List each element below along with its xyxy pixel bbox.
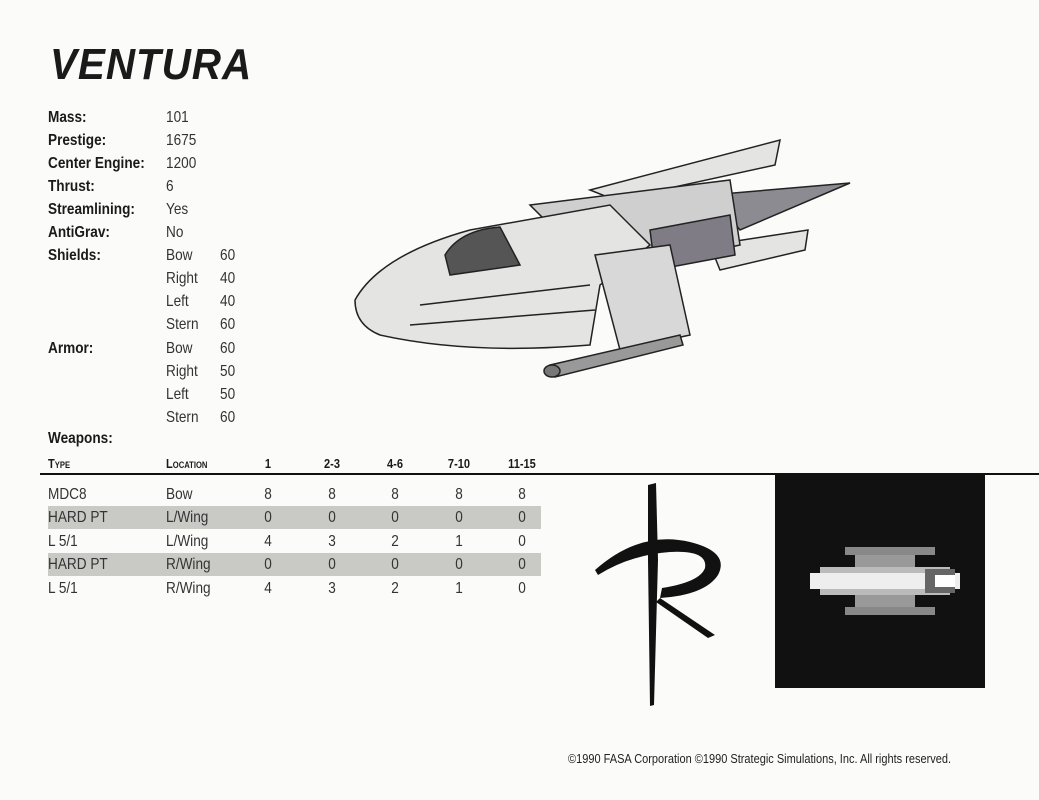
weapon-damage: 8 <box>455 486 463 503</box>
weapon-damage: 8 <box>264 486 272 503</box>
shields-label: Shields: <box>48 247 101 264</box>
weapon-location: R/Wing <box>166 579 211 597</box>
facing: Left <box>166 293 189 310</box>
weapon-type: MDC8 <box>48 486 87 503</box>
weapon-location: L/Wing <box>166 532 209 550</box>
facing: Left <box>166 386 189 403</box>
header-rule <box>40 473 1039 475</box>
weapon-damage: 2 <box>391 532 399 550</box>
copyright-notice: ©1990 FASA Corporation ©1990 Strategic S… <box>568 752 952 766</box>
weapon-type: L 5/1 <box>48 579 78 597</box>
facing: Bow <box>166 340 193 357</box>
r-logo: R <box>595 483 721 706</box>
header-type: Type <box>48 456 71 471</box>
weapon-damage: 8 <box>328 486 336 503</box>
weapon-damage: 4 <box>264 579 272 597</box>
weapon-damage: 0 <box>391 509 399 527</box>
stat-value: Yes <box>166 201 189 218</box>
ship-pixel-icon <box>775 475 985 688</box>
stat-label: Streamlining: <box>48 201 135 218</box>
header-range: 2-3 <box>324 456 340 471</box>
weapon-type: HARD PT <box>48 556 108 574</box>
weapon-damage: 0 <box>264 509 272 527</box>
header-range: 7-10 <box>447 456 471 471</box>
stat-value: 101 <box>166 109 189 126</box>
weapon-damage: 0 <box>328 509 336 527</box>
weapon-damage: 4 <box>264 532 272 550</box>
stat-label: Mass: <box>48 109 87 126</box>
weapons-table-header: Type Location 1 2-3 4-6 7-10 11-15 <box>48 456 548 474</box>
weapon-damage: 0 <box>518 556 526 574</box>
weapon-damage: 0 <box>391 556 399 574</box>
weapon-damage: 1 <box>455 532 463 550</box>
header-range: 11-15 <box>508 456 536 471</box>
stat-value: 1200 <box>166 155 197 172</box>
facing-value: 60 <box>220 340 236 357</box>
facing: Right <box>166 270 198 287</box>
weapon-damage: 8 <box>518 486 526 503</box>
facing-value: 50 <box>220 386 236 403</box>
weapon-row: L 5/1 L/Wing 4 3 2 1 0 <box>48 530 541 553</box>
weapon-row: HARD PT L/Wing 0 0 0 0 0 <box>48 506 541 530</box>
weapon-damage: 8 <box>391 486 399 503</box>
facing-value: 60 <box>220 316 236 333</box>
ship-sprite-icon <box>810 547 960 615</box>
facing: Stern <box>166 316 199 333</box>
weapon-damage: 0 <box>518 509 526 527</box>
facing: Stern <box>166 409 199 426</box>
stat-value: No <box>166 224 184 241</box>
facing: Right <box>166 363 198 380</box>
weapon-type: L 5/1 <box>48 532 78 550</box>
facing-value: 40 <box>220 293 236 310</box>
ship-illustration <box>354 138 851 378</box>
weapon-damage: 0 <box>264 556 272 574</box>
facing-value: 40 <box>220 270 236 287</box>
weapon-row: HARD PT R/Wing 0 0 0 0 0 <box>48 553 541 577</box>
facing-value: 50 <box>220 363 236 380</box>
stat-label: Center Engine: <box>48 155 145 172</box>
weapon-location: R/Wing <box>166 556 211 574</box>
weapon-damage: 0 <box>328 556 336 574</box>
weapon-location: Bow <box>166 486 193 503</box>
weapon-damage: 2 <box>391 579 399 597</box>
stat-label: Prestige: <box>48 132 107 149</box>
ship-title: VENTURA <box>50 40 253 89</box>
stat-value: 6 <box>166 178 174 195</box>
stat-value: 1675 <box>166 132 197 149</box>
weapon-damage: 0 <box>455 509 463 527</box>
weapon-damage: 3 <box>328 579 336 597</box>
weapon-row: L 5/1 R/Wing 4 3 2 1 0 <box>48 577 541 600</box>
weapon-row: MDC8 Bow 8 8 8 8 8 <box>48 483 541 506</box>
facing: Bow <box>166 247 193 264</box>
weapon-damage: 0 <box>518 532 526 550</box>
weapon-type: HARD PT <box>48 509 108 527</box>
weapons-label: Weapons: <box>48 430 113 447</box>
weapon-location: L/Wing <box>166 509 209 527</box>
header-range: 4-6 <box>387 456 403 471</box>
facing-value: 60 <box>220 247 236 264</box>
weapon-damage: 0 <box>455 556 463 574</box>
header-location: Location <box>166 456 208 471</box>
armor-label: Armor: <box>48 340 94 357</box>
weapon-damage: 1 <box>455 579 463 597</box>
weapon-damage: 3 <box>328 532 336 550</box>
stat-label: Thrust: <box>48 178 95 195</box>
facing-value: 60 <box>220 409 236 426</box>
weapon-damage: 0 <box>518 579 526 597</box>
header-range: 1 <box>264 456 272 471</box>
stat-label: AntiGrav: <box>48 224 110 241</box>
